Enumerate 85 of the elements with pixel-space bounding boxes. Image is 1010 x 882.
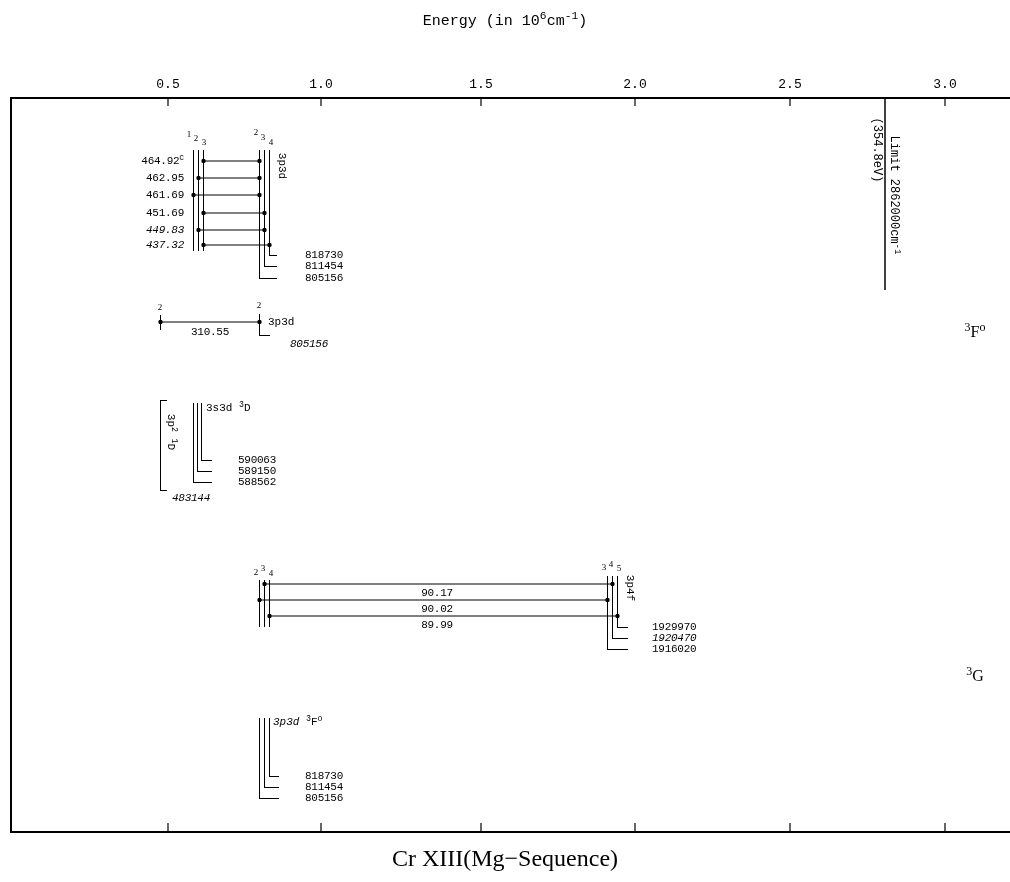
transition-line	[267, 613, 620, 619]
value-text: 483144	[172, 492, 210, 504]
term-label: 3p3d	[268, 316, 295, 328]
tick-label: 2.5	[778, 77, 802, 91]
wavelength-label: 462.95	[145, 172, 185, 184]
j-number: 5	[616, 563, 622, 573]
energy-level-line	[607, 576, 608, 650]
wavelength-label: 461.69	[145, 189, 185, 201]
term-label: 3s3d $^{3}$D	[206, 402, 251, 414]
caption: Cr XIII(Mg−Sequence)	[391, 844, 619, 873]
j-number: 1	[186, 129, 192, 139]
energy-level-line	[193, 403, 194, 483]
value-text: 818730	[305, 249, 343, 261]
j-number: 4	[608, 559, 614, 569]
axis-title: Energy (in 10$^{6}$cm$^{-1}$)	[422, 10, 588, 32]
energy-level-line	[269, 718, 270, 777]
transition-line	[257, 597, 610, 603]
energy-level-line	[259, 580, 260, 627]
value-text: 811454	[305, 260, 343, 272]
transition-line	[196, 175, 262, 181]
value-text: 805156	[305, 792, 343, 804]
transition-line	[201, 210, 267, 216]
tick-label: 1.0	[309, 77, 333, 91]
energy-level-line	[264, 580, 265, 627]
value-text: 1929970	[652, 621, 697, 633]
j-number: 4	[268, 568, 274, 578]
j-number: 3	[260, 132, 266, 142]
energy-level-line	[259, 150, 260, 279]
energy-level-line	[198, 150, 199, 251]
j-number: 2	[193, 133, 199, 143]
value-text: 805156	[290, 338, 328, 350]
j-number: 2	[253, 567, 259, 577]
energy-level-line	[203, 150, 204, 251]
wavelength-label: 451.69	[145, 207, 185, 219]
value-text: 588562	[238, 476, 276, 488]
j-number: 2	[256, 300, 262, 310]
limit-label: (354.8eV)	[871, 117, 883, 183]
energy-level-line	[259, 718, 260, 799]
energy-level-line	[201, 403, 202, 461]
wavelength-label: 90.02	[420, 603, 454, 615]
energy-level-line	[269, 580, 270, 627]
j-number: 3	[201, 137, 207, 147]
term-symbol: $^{3}$F$^{o}$	[964, 324, 986, 340]
value-text: 590063	[238, 454, 276, 466]
wavelength-label: 90.17	[420, 587, 454, 599]
tick-label: 0.5	[156, 77, 180, 91]
wavelength-label: 437.32	[145, 239, 185, 251]
transition-line	[158, 319, 262, 325]
value-text: 805156	[305, 272, 343, 284]
energy-level-line	[160, 315, 161, 330]
energy-level-line	[264, 718, 265, 788]
tick-label: 3.0	[933, 77, 957, 91]
energy-level-line	[264, 150, 265, 267]
j-number: 3	[601, 562, 607, 572]
j-number: 3	[260, 563, 266, 573]
energy-level-line	[160, 400, 161, 491]
tick-label: 2.0	[623, 77, 647, 91]
transition-line	[191, 192, 262, 198]
energy-level-line	[259, 314, 260, 336]
transition-line	[201, 158, 262, 164]
transition-line	[262, 581, 615, 587]
j-number: 2	[157, 302, 163, 312]
value-text: 1916020	[652, 643, 697, 655]
value-text: 811454	[305, 781, 343, 793]
energy-level-line	[197, 403, 198, 472]
wavelength-label: 464.92$^{c}$	[140, 155, 185, 167]
term-label: 3p3d $^{3}$F$^{o}$	[273, 716, 323, 728]
energy-level-line	[193, 150, 194, 251]
j-number: 2	[253, 127, 259, 137]
energy-level-line	[612, 576, 613, 639]
term-label: 3p4f	[623, 574, 635, 602]
value-text: 1920470	[652, 632, 697, 644]
wavelength-label: 449.83	[145, 224, 185, 236]
transition-line	[196, 227, 267, 233]
term-symbol: $^{3}$G	[966, 668, 984, 684]
value-text: 589150	[238, 465, 276, 477]
wavelength-label: 89.99	[420, 619, 454, 631]
term-label: 3p3d	[275, 152, 287, 180]
energy-level-line	[269, 150, 270, 256]
value-text: 818730	[305, 770, 343, 782]
wavelength-label: 310.55	[190, 326, 230, 338]
j-number: 4	[268, 137, 274, 147]
transition-line	[201, 242, 272, 248]
tick-label: 1.5	[469, 77, 493, 91]
energy-level-line	[617, 576, 618, 628]
